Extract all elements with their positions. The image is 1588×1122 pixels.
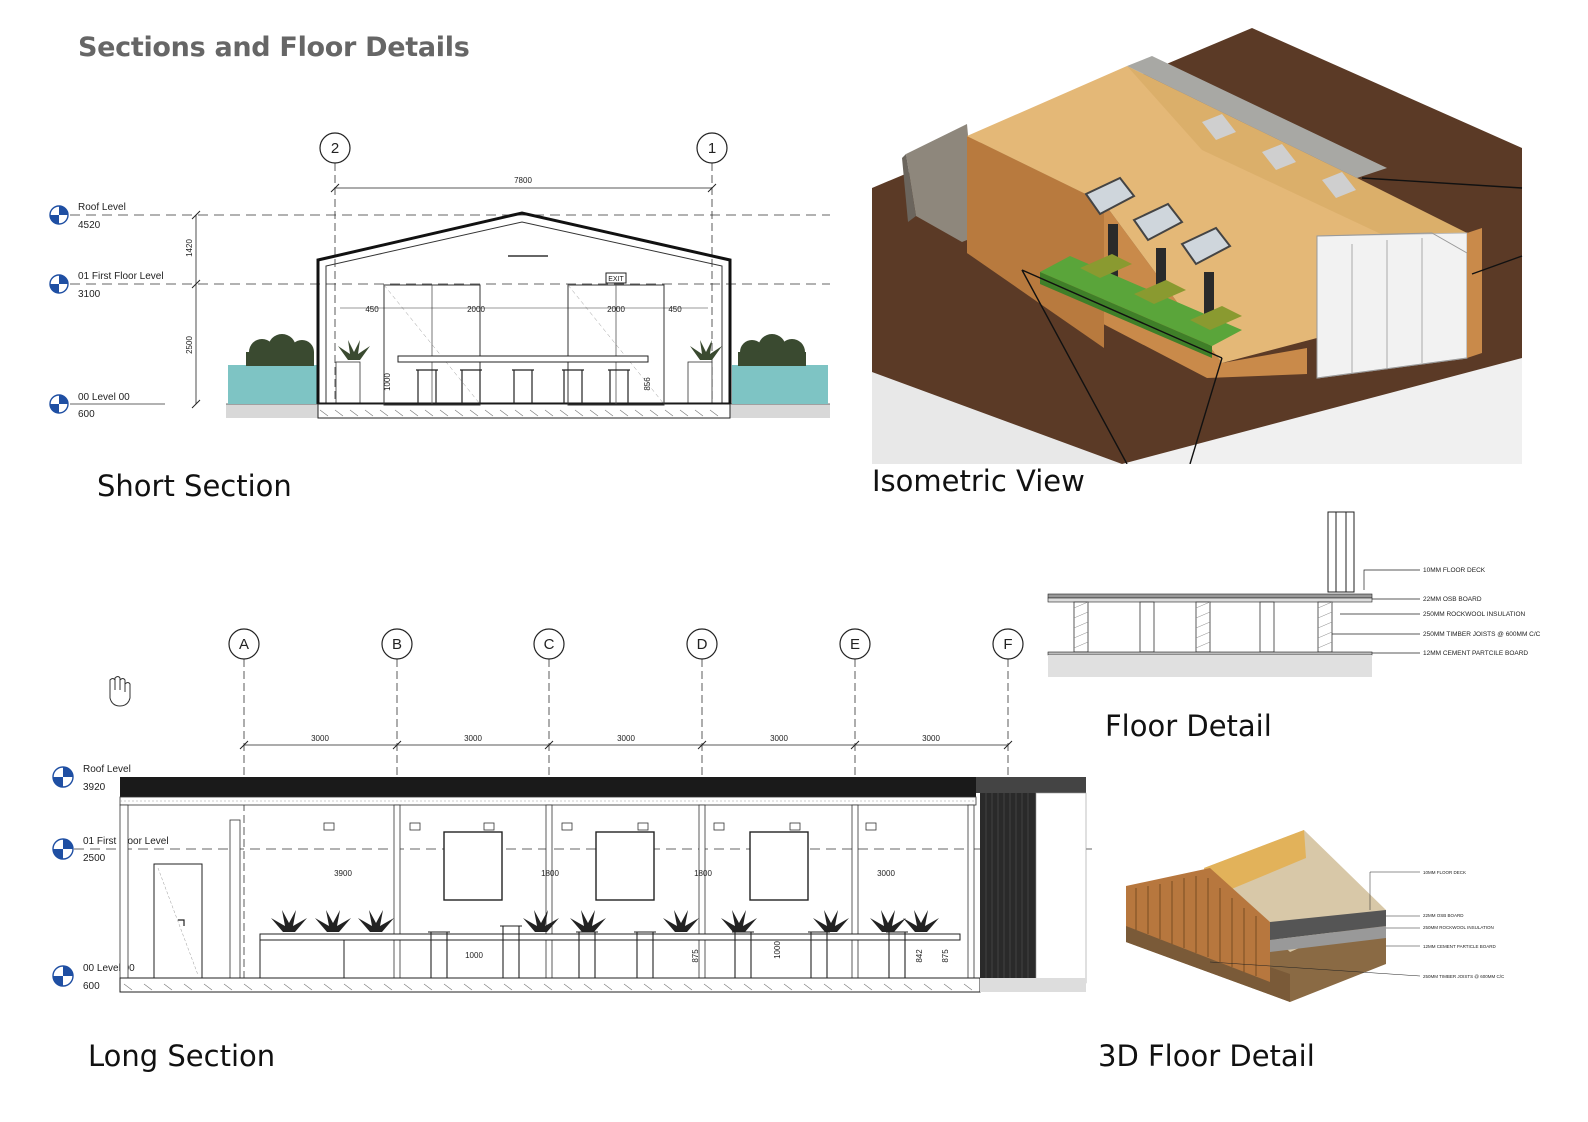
caption-3d-floor-detail: 3D Floor Detail <box>1098 1039 1315 1073</box>
svg-text:3100: 3100 <box>78 289 101 300</box>
grid-marker-E: E <box>839 628 871 660</box>
svg-text:22MM OSB BOARD: 22MM OSB BOARD <box>1423 596 1482 603</box>
svg-text:3000: 3000 <box>617 734 635 743</box>
svg-text:450: 450 <box>668 305 682 314</box>
grid-marker-1: 1 <box>696 132 728 164</box>
svg-text:2500: 2500 <box>83 853 106 864</box>
svg-text:2000: 2000 <box>467 305 485 314</box>
svg-text:1420: 1420 <box>185 239 194 257</box>
svg-text:250MM TIMBER JOISTS @ 600MM C/: 250MM TIMBER JOISTS @ 600MM C/C <box>1423 974 1505 979</box>
svg-text:600: 600 <box>78 409 95 420</box>
grid-marker-B: B <box>381 628 413 660</box>
span-dimension: 7800 <box>514 176 532 185</box>
long-level-marker-roof: Roof Level 3920 <box>52 764 131 793</box>
svg-text:842: 842 <box>915 949 924 963</box>
svg-text:1800: 1800 <box>694 869 712 878</box>
caption-short-section: Short Section <box>97 469 292 503</box>
svg-text:250MM TIMBER JOISTS @ 600MM C/: 250MM TIMBER JOISTS @ 600MM C/C <box>1423 631 1541 638</box>
svg-text:00 Level 00: 00 Level 00 <box>83 963 135 974</box>
svg-text:875: 875 <box>691 949 700 963</box>
svg-text:3000: 3000 <box>311 734 329 743</box>
long-level-marker-ground: 00 Level 00 600 <box>52 963 135 992</box>
svg-text:12MM CEMENT PARTICLE BOARD: 12MM CEMENT PARTICLE BOARD <box>1423 944 1497 949</box>
svg-text:1: 1 <box>708 140 716 157</box>
svg-text:Roof Level: Roof Level <box>78 202 126 213</box>
short-section-drawing: 2 1 7800 Roof Level 4520 01 First Floor … <box>49 132 830 420</box>
floor-detail-3d-render: 10MM FLOOR DECK 22MM OSB BOARD 250MM ROC… <box>1126 830 1505 1002</box>
svg-text:600: 600 <box>83 981 100 992</box>
level-marker-ground: 00 Level 00 600 <box>49 392 130 420</box>
svg-text:3920: 3920 <box>83 782 106 793</box>
long-level-marker-first-floor: 01 First Floor Level 2500 <box>52 836 169 864</box>
svg-text:1000: 1000 <box>383 373 392 391</box>
long-section-drawing: A B C D E F 3000 3000 3000 3000 3000 Roo… <box>52 628 1098 993</box>
grid-marker-D: D <box>686 628 718 660</box>
svg-text:4520: 4520 <box>78 220 101 231</box>
grid-marker-F: F <box>992 628 1024 660</box>
svg-text:3000: 3000 <box>877 869 895 878</box>
caption-isometric-view: Isometric View <box>872 464 1085 498</box>
svg-text:3000: 3000 <box>922 734 940 743</box>
svg-text:2000: 2000 <box>607 305 625 314</box>
caption-floor-detail: Floor Detail <box>1105 709 1272 743</box>
svg-text:3900: 3900 <box>334 869 352 878</box>
svg-text:3000: 3000 <box>770 734 788 743</box>
svg-text:2500: 2500 <box>185 336 194 354</box>
svg-text:450: 450 <box>365 305 379 314</box>
svg-text:3000: 3000 <box>464 734 482 743</box>
svg-text:250MM ROCKWOOL INSULATION: 250MM ROCKWOOL INSULATION <box>1423 611 1526 618</box>
caption-long-section: Long Section <box>88 1039 276 1073</box>
level-marker-roof: Roof Level 4520 <box>49 202 126 231</box>
svg-text:D: D <box>697 636 708 653</box>
svg-text:C: C <box>544 636 555 653</box>
hand-cursor-icon <box>109 676 131 707</box>
page-title: Sections and Floor Details <box>78 32 470 63</box>
svg-text:1800: 1800 <box>541 869 559 878</box>
svg-text:B: B <box>392 636 402 653</box>
svg-text:1000: 1000 <box>465 951 483 960</box>
floor-detail-drawing: 10MM FLOOR DECK 22MM OSB BOARD 250MM ROC… <box>1047 511 1541 677</box>
svg-text:22MM OSB BOARD: 22MM OSB BOARD <box>1423 913 1464 918</box>
svg-text:Roof Level: Roof Level <box>83 764 131 775</box>
svg-text:856: 856 <box>643 377 652 391</box>
svg-text:E: E <box>850 636 860 653</box>
svg-text:10MM FLOOR DECK: 10MM FLOOR DECK <box>1423 567 1486 574</box>
svg-text:875: 875 <box>941 949 950 963</box>
isometric-view-render <box>872 28 1523 464</box>
svg-text:1000: 1000 <box>773 941 782 959</box>
level-marker-first-floor: 01 First Floor Level 3100 <box>49 271 164 300</box>
svg-text:A: A <box>239 636 249 653</box>
svg-text:01 First Floor Level: 01 First Floor Level <box>78 271 164 282</box>
exit-sign <box>605 272 627 284</box>
svg-text:12MM CEMENT PARTCILE BOARD: 12MM CEMENT PARTCILE BOARD <box>1423 650 1528 657</box>
svg-text:F: F <box>1003 636 1012 653</box>
grid-marker-2: 2 <box>319 132 351 164</box>
svg-text:250MM ROCKWOOL INSULATION: 250MM ROCKWOOL INSULATION <box>1423 925 1494 930</box>
svg-text:2: 2 <box>331 140 339 157</box>
svg-text:10MM FLOOR DECK: 10MM FLOOR DECK <box>1423 870 1466 875</box>
grid-marker-C: C <box>533 628 565 660</box>
grid-marker-A: A <box>228 628 260 660</box>
svg-text:EXIT: EXIT <box>608 276 624 283</box>
svg-text:00 Level 00: 00 Level 00 <box>78 392 130 403</box>
